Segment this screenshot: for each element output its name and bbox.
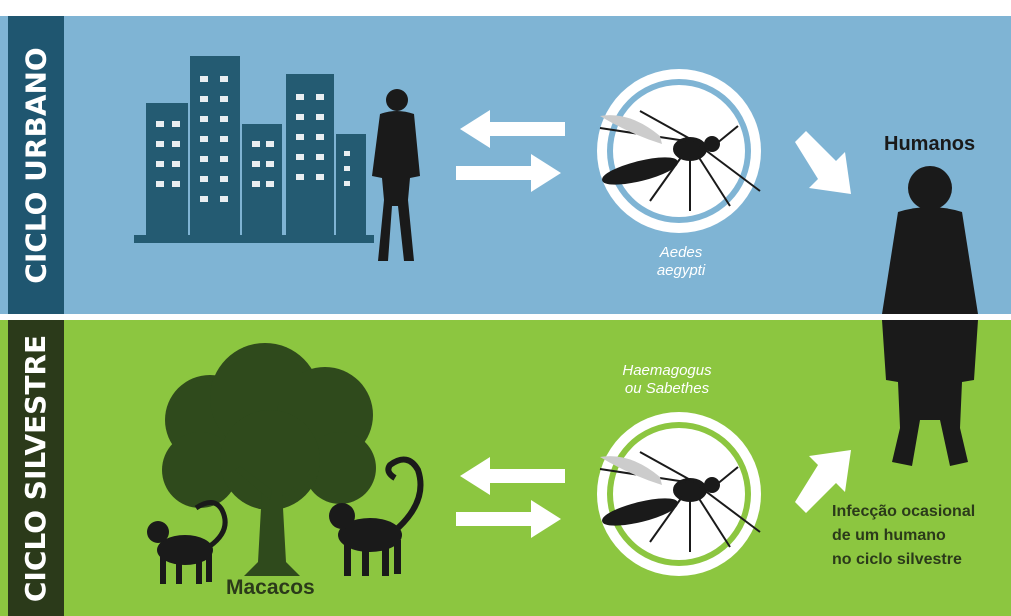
- exchange-arrows: [456, 457, 565, 538]
- silvestre-cycle-panel: CICLO SILVESTRE: [0, 320, 1011, 616]
- monkey-icon: [147, 502, 225, 584]
- urban-species-line1: Aedes: [636, 244, 726, 262]
- urban-vector-species: Aedes aegypti: [636, 244, 726, 280]
- urban-cycle-panel: CICLO URBANO: [0, 16, 1011, 314]
- occasional-infection-note: Infecção ocasional de um humano no ciclo…: [832, 500, 975, 572]
- arrow-to-humans: [795, 131, 851, 194]
- mosquito-icon: [597, 412, 761, 576]
- human-silhouette-icon: [882, 320, 978, 466]
- exchange-arrows: [456, 110, 565, 192]
- silvestre-species-line2: ou Sabethes: [612, 380, 722, 398]
- humans-label: Humanos: [884, 133, 975, 156]
- city-buildings-icon: [134, 56, 374, 243]
- silvestre-species-line1: Haemagogus: [612, 362, 722, 380]
- note-line3: no ciclo silvestre: [832, 548, 975, 572]
- urban-species-line2: aegypti: [636, 262, 726, 280]
- silvestre-vector-species: Haemagogus ou Sabethes: [612, 362, 722, 398]
- person-silhouette-icon: [372, 89, 420, 261]
- note-line2: de um humano: [832, 524, 975, 548]
- mosquito-icon: [597, 69, 761, 233]
- monkeys-label: Macacos: [226, 576, 315, 600]
- note-line1: Infecção ocasional: [832, 500, 975, 524]
- human-silhouette-icon: [882, 166, 978, 314]
- urban-cycle-artwork: [0, 16, 1011, 314]
